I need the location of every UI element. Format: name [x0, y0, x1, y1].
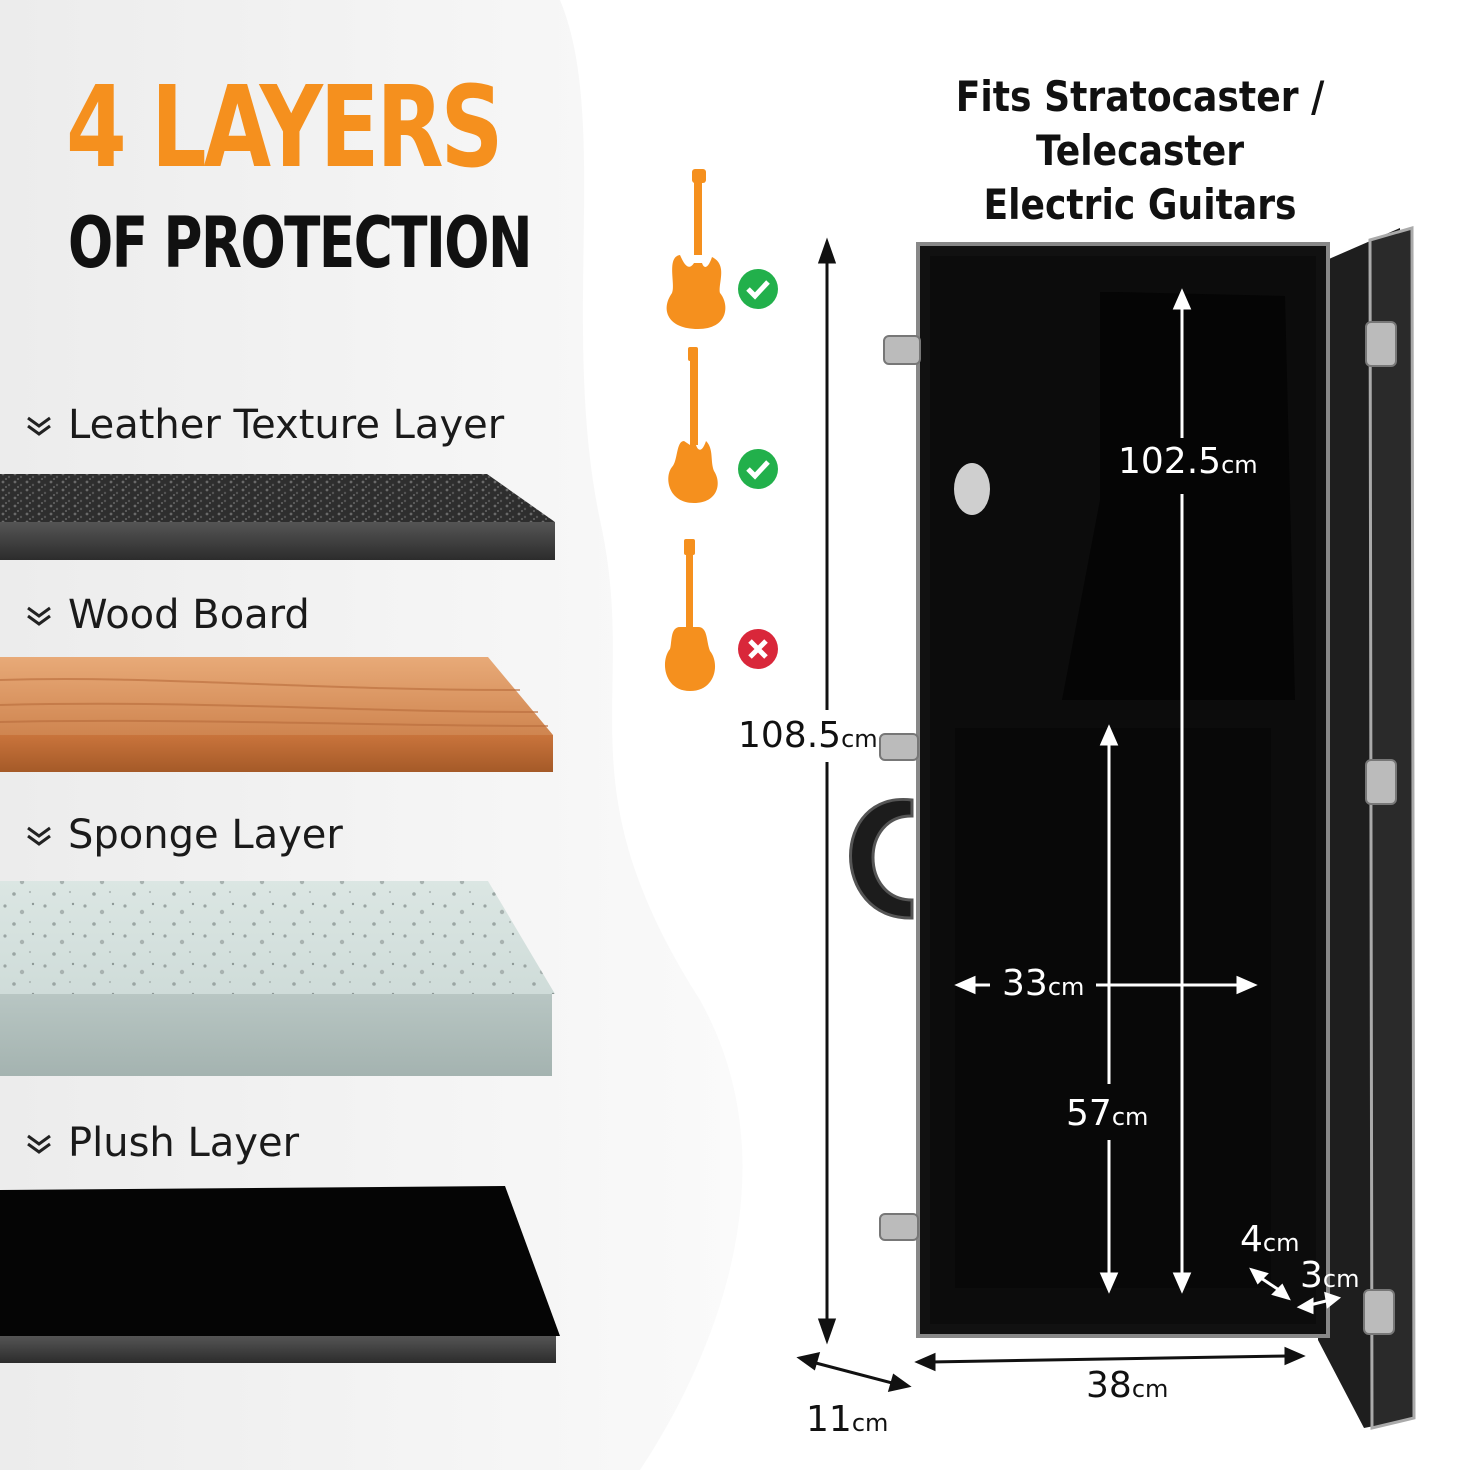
dimension-total-length: 108.5cm [738, 715, 878, 756]
check-icon [738, 269, 778, 309]
dimension-case-width: 38cm [1086, 1365, 1169, 1406]
dimension-body-length: 57cm [1066, 1093, 1149, 1134]
dimension-interior-length: 102.5cm [1118, 441, 1258, 482]
layer-label-leather: Leather Texture Layer [24, 402, 504, 448]
leather-layer-slab [0, 474, 555, 560]
acoustic-style-icon [664, 539, 716, 691]
layer-label-text: Plush Layer [68, 1120, 300, 1166]
telecaster-icon [668, 347, 718, 503]
chevron-down-icon [27, 606, 51, 626]
headline-number: 4 LAYERS [66, 63, 503, 193]
cross-icon [738, 629, 778, 669]
layer-label-plush: Plush Layer [24, 1120, 299, 1166]
wood-layer-slab [0, 657, 553, 772]
plush-layer-slab [0, 1186, 560, 1363]
dimension-depth: 11cm [806, 1399, 889, 1440]
dimension-body-width: 33cm [1002, 963, 1085, 1004]
fit-note-line2: Electric Guitars [983, 180, 1297, 229]
chevron-down-icon [27, 1134, 51, 1154]
stratocaster-icon [666, 169, 726, 329]
check-icon [738, 449, 778, 489]
layer-label-sponge: Sponge Layer [24, 812, 343, 858]
sponge-layer-slab [0, 881, 555, 1076]
guitar-case [849, 226, 1416, 1430]
dimension-edge-a: 4cm [1240, 1219, 1300, 1260]
headline-subtitle: OF PROTECTION [68, 202, 533, 284]
fit-note-line1: Fits Stratocaster / Telecaster [955, 72, 1325, 175]
layer-label-wood: Wood Board [24, 592, 310, 638]
layer-label-text: Leather Texture Layer [68, 402, 505, 448]
dimension-lines [796, 237, 1306, 1393]
dimension-edge-b: 3cm [1300, 1255, 1360, 1296]
compatibility-list [664, 169, 778, 691]
chevron-down-icon [27, 416, 51, 436]
layer-label-text: Sponge Layer [68, 812, 343, 858]
fit-note: Fits Stratocaster / Telecaster Electric … [865, 70, 1415, 232]
layer-label-text: Wood Board [68, 592, 310, 638]
chevron-down-icon [27, 826, 51, 846]
